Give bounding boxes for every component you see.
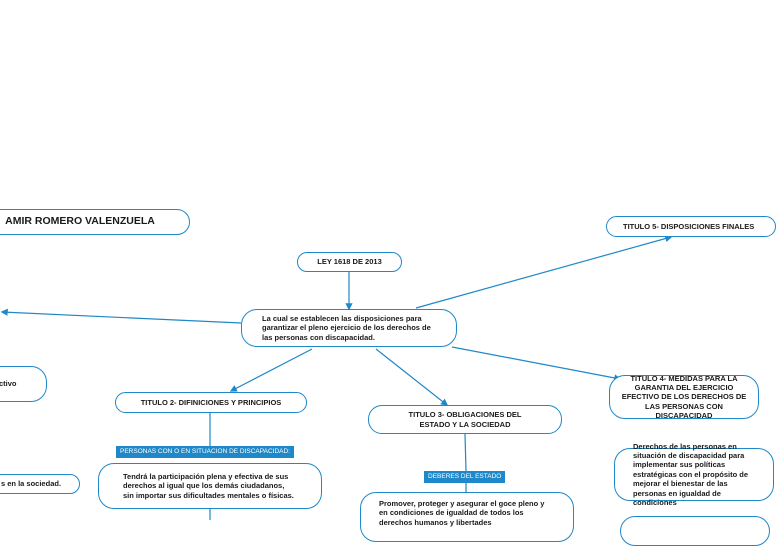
- titulo2-tag[interactable]: PERSONAS CON O EN SITUACION DE DISCAPACI…: [116, 446, 294, 458]
- titulo3-child-label: Promover, proteger y asegurar el goce pl…: [379, 499, 545, 527]
- connector-layer: [0, 235, 673, 520]
- left-fragment-node-2[interactable]: s en la sociedad.: [0, 474, 80, 494]
- titulo2-child-label: Tendrá la participación plena y efectiva…: [123, 471, 294, 500]
- left-fragment-label-2: s en la sociedad.: [1, 479, 62, 489]
- ley-label: LEY 1618 DE 2013: [317, 257, 382, 267]
- connector-central-titulo5: [415, 235, 673, 309]
- author-label: AMIR ROMERO VALENZUELA: [5, 215, 155, 228]
- mind-map-canvas: AMIR ROMERO VALENZUELA LEY 1618 DE 2013 …: [0, 209, 776, 546]
- titulo4-child-label: Derechos de las personas en situación de…: [633, 441, 749, 507]
- titulo2-child-node[interactable]: Tendrá la participación plena y efectiva…: [98, 463, 322, 509]
- titulo4-child-node-2[interactable]: [620, 516, 770, 546]
- author-node[interactable]: AMIR ROMERO VALENZUELA: [0, 209, 190, 235]
- titulo5-label: TITULO 5- DISPOSICIONES FINALES: [623, 221, 755, 231]
- titulo2-label: TITULO 2- DIFINICIONES Y PRINCIPIOS: [140, 397, 282, 407]
- titulo3-node[interactable]: TITULO 3- OBLIGACIONES DEL ESTADO Y LA S…: [368, 405, 562, 434]
- titulo3-child-node[interactable]: Promover, proteger y asegurar el goce pl…: [360, 492, 574, 542]
- left-fragment-label-1: ctivo: [0, 379, 17, 389]
- titulo4-node[interactable]: TITULO 4- MEDIDAS PARA LA GARANTIA DEL E…: [609, 373, 759, 421]
- central-node[interactable]: La cual se establecen las disposiciones …: [241, 309, 457, 347]
- titulo3-tag-label: DEBERES DEL ESTADO: [428, 473, 502, 480]
- titulo2-tag-label: PERSONAS CON O EN SITUACION DE DISCAPACI…: [120, 448, 290, 455]
- connector-central-left: [0, 308, 242, 324]
- titulo3-tag[interactable]: DEBERES DEL ESTADO: [424, 471, 506, 483]
- connector-central-titulo3: [375, 348, 449, 406]
- titulo4-child-node[interactable]: Derechos de las personas en situación de…: [614, 442, 774, 507]
- central-label: La cual se establecen las disposiciones …: [262, 313, 431, 342]
- titulo5-node[interactable]: TITULO 5- DISPOSICIONES FINALES: [606, 216, 776, 237]
- titulo4-label: TITULO 4- MEDIDAS PARA LA GARANTIA DEL E…: [621, 373, 747, 421]
- connector-titulo3-tag: [464, 433, 467, 472]
- titulo3-label: TITULO 3- OBLIGACIONES DEL ESTADO Y LA S…: [408, 410, 522, 429]
- ley-node[interactable]: LEY 1618 DE 2013: [297, 252, 402, 272]
- titulo2-node[interactable]: TITULO 2- DIFINICIONES Y PRINCIPIOS: [115, 392, 307, 413]
- left-fragment-node-1[interactable]: ctivo: [0, 366, 47, 402]
- connector-central-titulo2: [229, 348, 313, 392]
- connector-central-titulo4: [451, 346, 622, 382]
